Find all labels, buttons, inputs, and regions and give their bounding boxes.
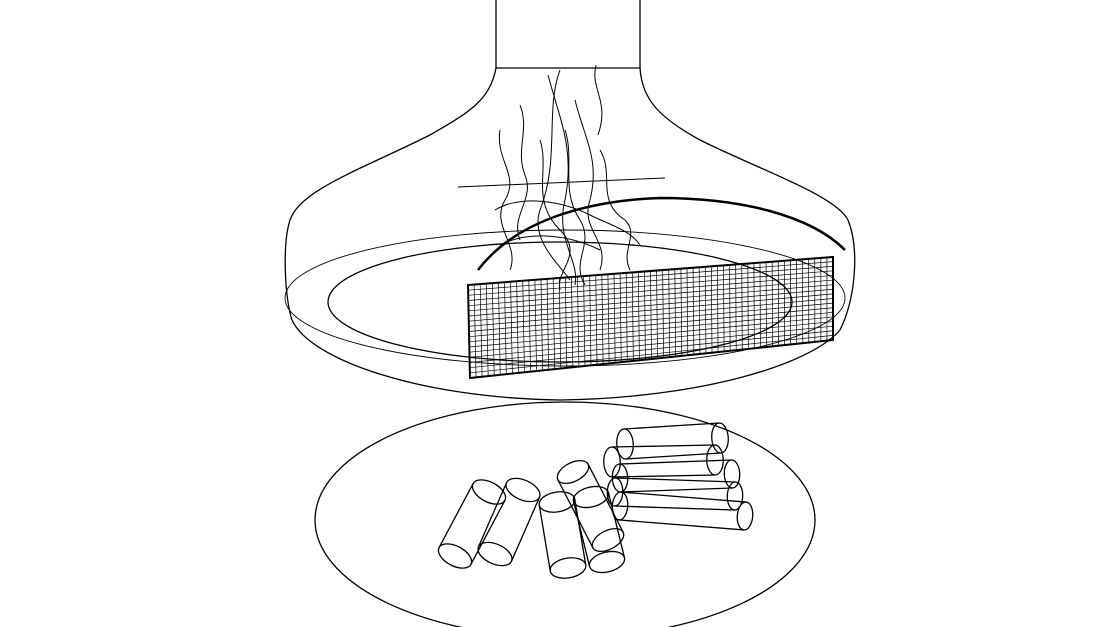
mesh-line	[469, 330, 834, 369]
log	[556, 459, 625, 553]
log	[606, 477, 744, 511]
mesh-line	[468, 265, 834, 296]
flames	[457, 64, 666, 291]
mesh-line	[469, 307, 834, 343]
mesh-line	[468, 284, 834, 317]
log	[437, 479, 507, 569]
mesh-line	[468, 261, 834, 291]
mesh-line	[469, 321, 834, 358]
mesh-line	[468, 270, 834, 301]
mesh-line	[468, 293, 834, 327]
mesh-line	[469, 316, 834, 353]
mesh-line	[468, 279, 834, 312]
mesh-line	[469, 325, 834, 363]
log	[611, 459, 741, 493]
mesh-line	[468, 298, 834, 332]
base-plate	[314, 401, 816, 627]
hood-bowl	[284, 67, 856, 401]
mesh-line	[469, 335, 834, 374]
log	[611, 491, 754, 531]
chimney-flue	[495, 0, 641, 69]
log	[477, 477, 541, 567]
log	[616, 422, 729, 460]
logs	[437, 422, 754, 579]
spark-screen	[466, 196, 846, 380]
mesh-line	[469, 311, 834, 348]
mesh-line	[468, 275, 834, 307]
mesh-line	[468, 288, 834, 322]
mesh-line	[469, 302, 834, 338]
log	[538, 491, 587, 579]
